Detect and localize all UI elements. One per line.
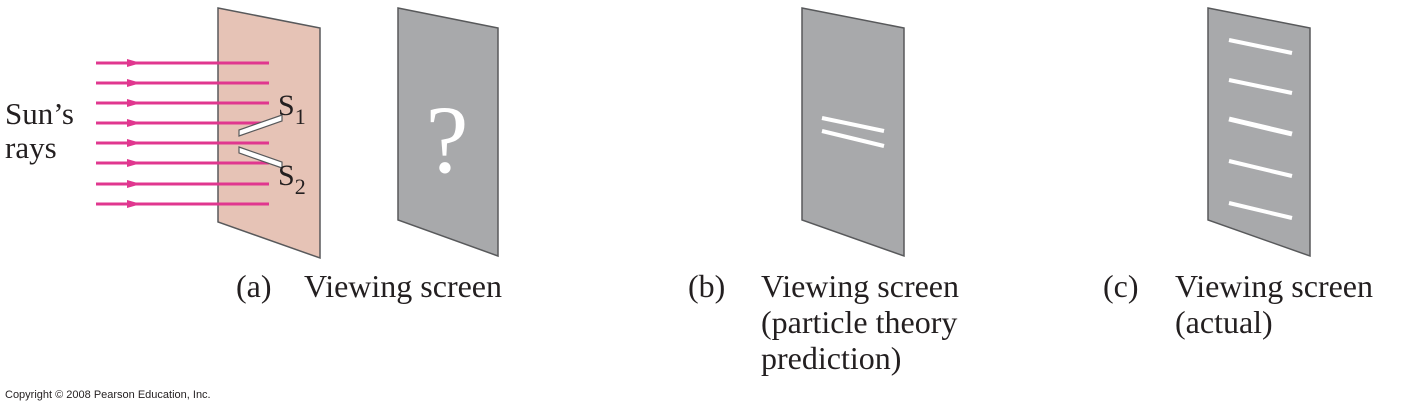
rays-label-line2: rays xyxy=(5,130,57,165)
panel-b-caption: Viewing screen (particle theory predicti… xyxy=(761,268,967,376)
fringe-2 xyxy=(1228,78,1293,95)
panel-a-letter: (a) xyxy=(236,268,272,304)
slit-barrier xyxy=(217,7,321,260)
predicted-band-1 xyxy=(821,116,885,133)
panel-c-letter: (c) xyxy=(1103,268,1139,304)
viewing-screen-c xyxy=(1207,7,1311,258)
slit-2-label: S2 xyxy=(278,159,306,199)
sun-ray-arrowhead-3 xyxy=(127,99,141,107)
sun-rays xyxy=(96,59,269,208)
fringe-5 xyxy=(1228,201,1293,220)
fringe-1 xyxy=(1228,38,1293,55)
fringe-4 xyxy=(1228,159,1293,178)
panel-b-letter: (b) xyxy=(688,268,725,304)
copyright-notice: Copyright © 2008 Pearson Education, Inc. xyxy=(5,389,211,401)
rays-label: Sun’s rays xyxy=(5,96,82,165)
rays-label-line1: Sun’s xyxy=(5,96,74,131)
slit-1 xyxy=(238,114,283,137)
fringe-3 xyxy=(1228,116,1293,137)
slit-2 xyxy=(238,146,283,169)
panel-a-caption: Viewing screen xyxy=(304,268,502,304)
sun-ray-arrowhead-6 xyxy=(127,159,141,167)
sun-ray-arrowhead-2 xyxy=(127,79,141,87)
sun-ray-arrowhead-4 xyxy=(127,119,141,127)
question-mark: ? xyxy=(426,86,469,193)
sun-ray-arrowhead-7 xyxy=(127,180,141,188)
panel-c-caption: Viewing screen (actual) xyxy=(1175,268,1381,340)
viewing-screen-a xyxy=(397,7,499,258)
predicted-band-2 xyxy=(821,129,885,148)
sun-ray-arrowhead-1 xyxy=(127,59,141,67)
viewing-screen-b xyxy=(801,7,905,258)
sun-ray-arrowhead-5 xyxy=(127,139,141,147)
sun-ray-arrowhead-8 xyxy=(127,200,141,208)
slit-1-label: S1 xyxy=(278,89,306,129)
